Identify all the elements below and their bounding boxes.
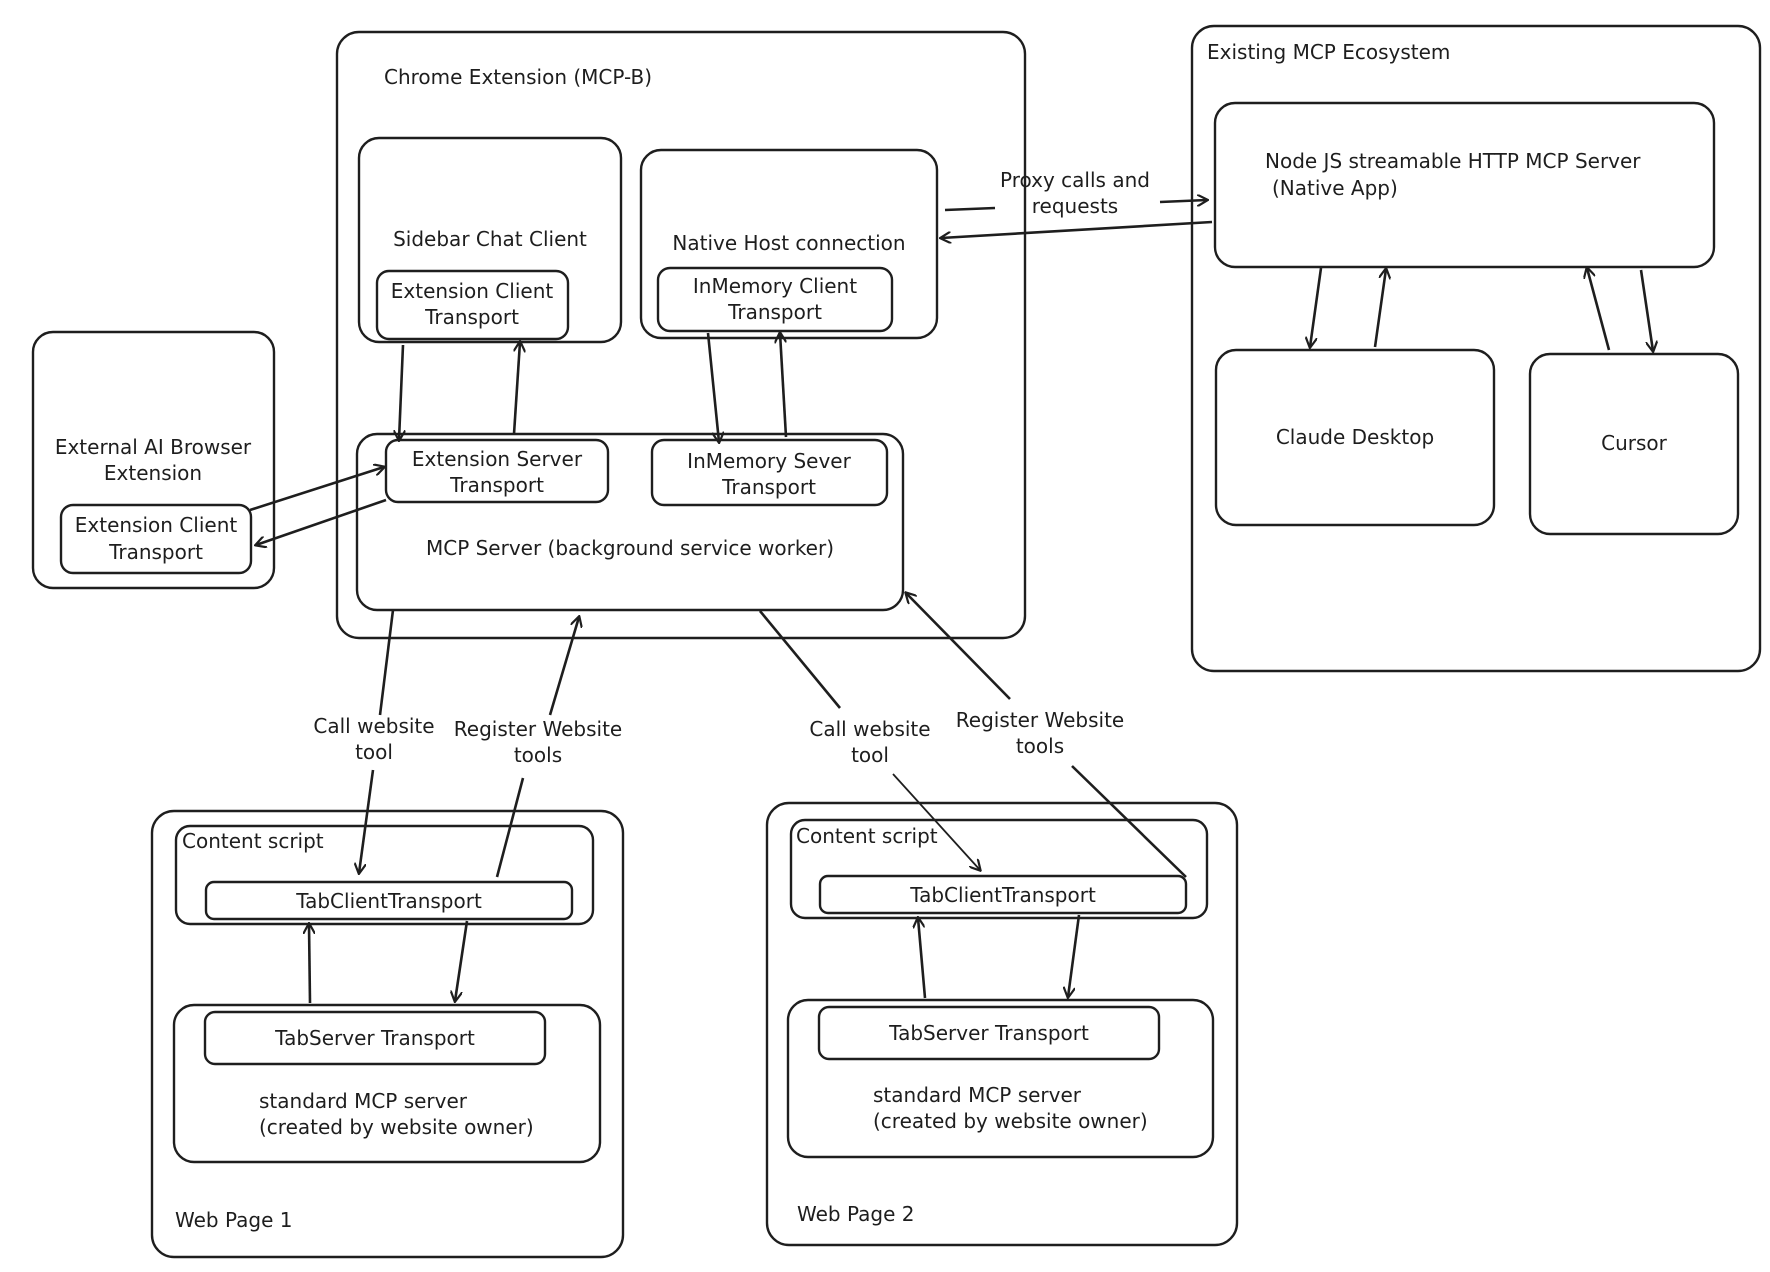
ext-server-transport-line2: Transport	[449, 473, 544, 497]
sidebar-transport-line2: Transport	[424, 305, 519, 329]
cursor-label: Cursor	[1601, 431, 1668, 455]
web-page-2-register-segment	[1071, 765, 1187, 878]
web-page-1-register-label-line1: Register Website	[454, 717, 622, 741]
web-page-2-title: Web Page 2	[797, 1202, 914, 1226]
inmemory-server-line1: InMemory Sever	[687, 449, 851, 473]
arrow-tab-client-to-server-2	[1068, 914, 1081, 997]
web-page-1-register-label-line2: tools	[514, 743, 562, 767]
web-page-1-tab-client-transport	[204, 880, 574, 921]
web-page-1-call-label-line2: tool	[355, 740, 393, 764]
node-server-line2: (Native App)	[1272, 176, 1398, 200]
arrow-node-to-claude	[1310, 267, 1323, 347]
web-page-2-server-line2: (created by website owner)	[873, 1109, 1148, 1133]
arrow-native-to-server	[706, 332, 719, 442]
web-page-2-server-line1: standard MCP server	[873, 1083, 1082, 1107]
chrome-extension-container	[335, 30, 1027, 640]
proxy-label-line1: Proxy calls and	[1000, 168, 1150, 192]
node-js-mcp-server-box	[1213, 101, 1716, 269]
claude-desktop-box	[1214, 348, 1496, 527]
arrow-server-to-external	[256, 498, 387, 545]
arrow-proxy-to-node-server	[1159, 200, 1207, 202]
arrow-register-website-tools-2	[906, 593, 1011, 700]
web-page-2-content-script	[789, 818, 1209, 920]
web-page-2-call-label-line1: Call website	[809, 717, 930, 741]
web-page-2-register-label-line1: Register Website	[956, 708, 1124, 732]
web-page-2-call-label-line2: tool	[851, 743, 889, 767]
web-page-1-container	[150, 809, 625, 1259]
external-transport-line2: Transport	[108, 540, 203, 564]
arrow-external-to-server	[249, 467, 384, 512]
web-page-2-register-label-line2: tools	[1016, 734, 1064, 758]
sidebar-chat-client-box	[357, 136, 623, 344]
web-page-1-server-line1: standard MCP server	[259, 1089, 468, 1113]
arrow-call-website-tool-2	[892, 773, 980, 870]
native-host-connection-box	[639, 148, 939, 340]
web-page-1-title: Web Page 1	[175, 1208, 292, 1232]
arrow-claude-to-node	[1373, 269, 1386, 348]
inmemory-server-line2: Transport	[721, 475, 816, 499]
ext-server-transport-line1: Extension Server	[412, 447, 583, 471]
node-server-line1: Node JS streamable HTTP MCP Server	[1265, 149, 1641, 173]
web-page-2-tab-client-label: TabClientTransport	[909, 883, 1096, 907]
web-page-1-tab-server-transport	[203, 1010, 547, 1066]
web-page-1-register-segment	[495, 777, 525, 878]
sidebar-extension-client-transport	[375, 269, 570, 341]
external-extension-client-transport	[59, 503, 253, 575]
arrow-node-to-cursor	[1639, 269, 1653, 351]
web-page-1-call-segment	[378, 609, 395, 716]
arrow-register-website-tools-1	[548, 617, 579, 716]
web-page-1-tab-client-label: TabClientTransport	[295, 889, 482, 913]
web-page-2-call-segment	[758, 610, 842, 709]
arrow-sidebar-to-server	[399, 344, 403, 440]
proxy-call-segment	[944, 206, 996, 212]
proxy-label-line2: requests	[1032, 194, 1118, 218]
inmemory-client-line1: InMemory Client	[693, 274, 857, 298]
mcp-server-box	[355, 432, 905, 612]
web-page-2-content-script-label: Content script	[796, 824, 938, 848]
chrome-extension-title: Chrome Extension (MCP-B)	[384, 65, 652, 89]
external-extension-line1: External AI Browser	[55, 435, 252, 459]
claude-desktop-label: Claude Desktop	[1276, 425, 1434, 449]
web-page-2-container	[765, 801, 1239, 1247]
sidebar-transport-line1: Extension Client	[391, 279, 554, 303]
external-extension-line2: Extension	[104, 461, 202, 485]
external-transport-line1: Extension Client	[75, 513, 238, 537]
mcp-ecosystem-title: Existing MCP Ecosystem	[1207, 40, 1450, 64]
mcp-server-label: MCP Server (background service worker)	[426, 536, 834, 560]
sidebar-chat-client-label: Sidebar Chat Client	[393, 227, 587, 251]
web-page-2-mcp-server	[786, 998, 1215, 1159]
web-page-1-tab-server-label: TabServer Transport	[274, 1026, 475, 1050]
inmemory-server-transport	[650, 438, 889, 507]
arrow-cursor-to-node	[1587, 268, 1611, 351]
arrow-tab-server-to-client-2	[918, 918, 927, 999]
native-host-label: Native Host connection	[672, 231, 905, 255]
external-extension-box	[31, 330, 276, 590]
web-page-1-call-label-line1: Call website	[313, 714, 434, 738]
arrow-tab-server-to-client-1	[309, 924, 310, 1004]
web-page-1-server-line2: (created by website owner)	[259, 1115, 534, 1139]
web-page-1-content-script	[174, 824, 595, 926]
web-page-2-tab-client-transport	[818, 874, 1188, 915]
web-page-2-tab-server-transport	[817, 1005, 1161, 1061]
arrow-server-to-native	[780, 333, 788, 438]
web-page-1-content-script-label: Content script	[182, 829, 324, 853]
web-page-1-mcp-server	[172, 1003, 602, 1164]
web-page-2-tab-server-label: TabServer Transport	[888, 1021, 1089, 1045]
arrow-node-server-to-native	[941, 220, 1213, 238]
arrow-tab-client-to-server-1	[455, 920, 469, 1001]
mcp-ecosystem-container	[1190, 24, 1762, 673]
inmemory-client-line2: Transport	[727, 300, 822, 324]
arrow-call-website-tool-1	[359, 769, 375, 873]
arrow-server-to-sidebar	[512, 342, 520, 435]
cursor-box	[1528, 352, 1740, 536]
